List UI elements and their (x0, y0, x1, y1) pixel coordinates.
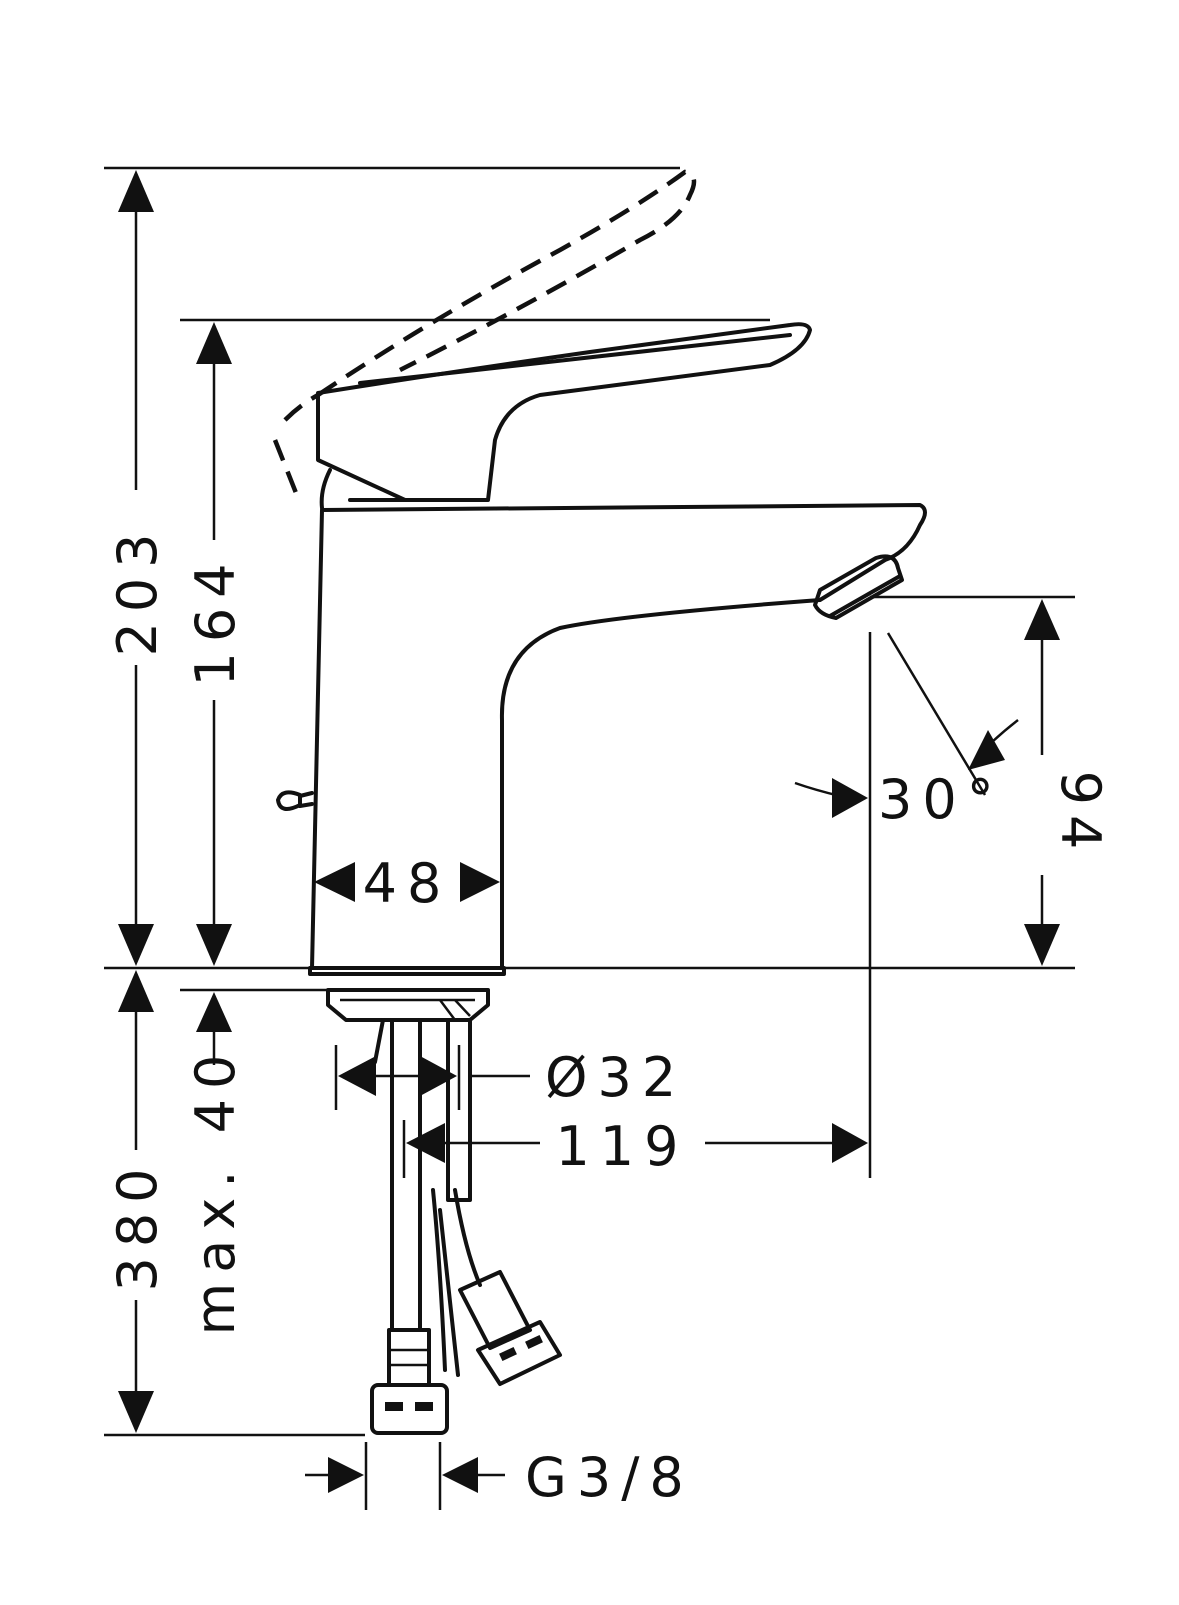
label-164: 164 (184, 553, 247, 686)
faucet-spout-body (310, 503, 927, 970)
dimension-max-40 (196, 992, 232, 1065)
faucet-body (276, 503, 927, 976)
connection-assembly (326, 988, 562, 1435)
label-48: 48 (363, 852, 452, 915)
extension-lines (104, 166, 1075, 1510)
dimension-203 (118, 170, 154, 966)
dimension-30-degrees (794, 632, 1019, 818)
pop-up-stub (276, 790, 302, 811)
lever-handle (316, 322, 812, 510)
dimension-48 (314, 862, 500, 902)
dimension-119 (406, 1123, 868, 1163)
label-119: 119 (555, 1115, 688, 1178)
label-30-degrees: 30° (878, 768, 1004, 831)
label-203: 203 (106, 523, 169, 656)
label-94: 94 (1049, 771, 1112, 860)
lever-open-position-dashed (272, 169, 697, 504)
aerator (813, 554, 904, 620)
label-g3-8: G3/8 (525, 1446, 694, 1509)
mounting-base (308, 966, 506, 976)
label-diameter-32: Ø32 (545, 1046, 686, 1109)
label-max-40: max. 40 (184, 1045, 247, 1336)
label-380: 380 (106, 1158, 169, 1291)
dimension-380 (118, 970, 154, 1433)
dimension-164 (196, 322, 232, 966)
dimension-94 (1024, 599, 1060, 966)
dimension-g3-8 (305, 1457, 505, 1493)
dimension-diameter-32 (338, 1056, 530, 1096)
